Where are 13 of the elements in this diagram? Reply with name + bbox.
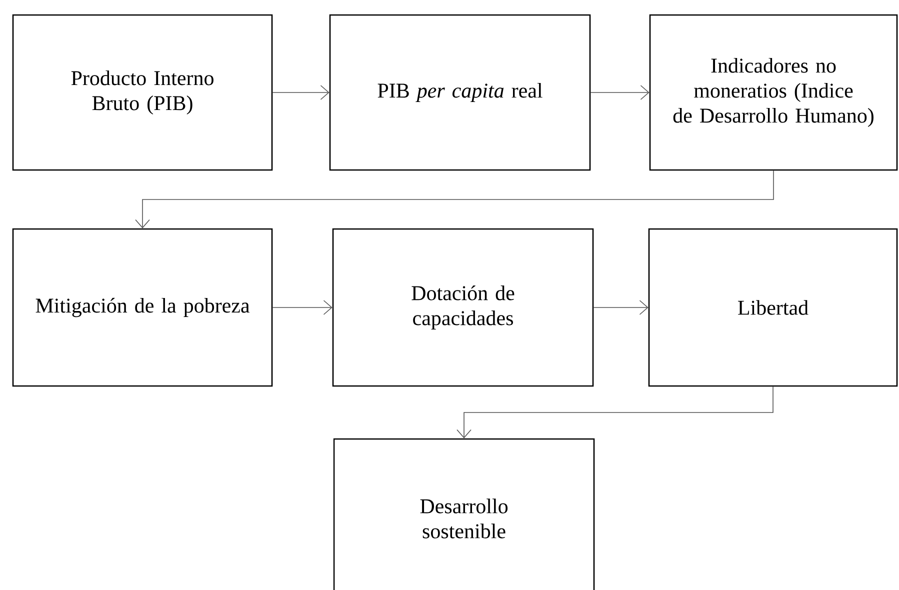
process-box: Mitigación de la pobreza [12, 228, 273, 387]
process-box: Desarrollo sostenible [333, 438, 595, 590]
arrow [272, 300, 332, 315]
arrow [590, 85, 650, 100]
arrow [456, 386, 774, 438]
process-box: Libertad [648, 228, 898, 387]
arrow [272, 85, 330, 100]
process-box: PIB per capita real [329, 14, 591, 171]
process-box: Producto Interno Bruto (PIB) [12, 14, 273, 171]
arrow [135, 170, 774, 228]
process-box: Indicadores no moneratios (Indice de Desarrollo Humano) [649, 14, 898, 171]
arrow [593, 300, 648, 315]
process-box: Dotación de capacidades [332, 228, 594, 387]
